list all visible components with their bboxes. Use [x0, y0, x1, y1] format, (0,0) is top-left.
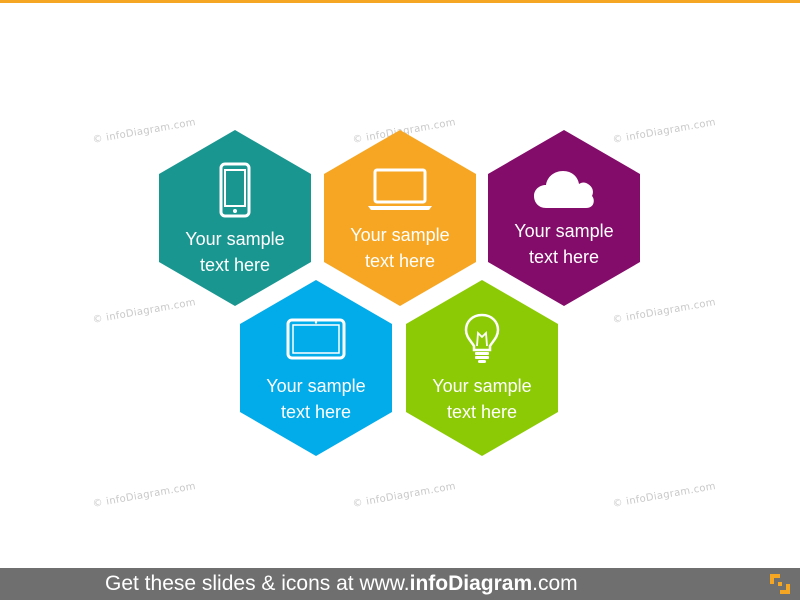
- hexagon-label: Your sample text here: [514, 221, 614, 267]
- hexagon-label: Your sample text here: [432, 376, 532, 422]
- watermark: © infoDiagram.com: [91, 481, 197, 510]
- smartphone-icon: [159, 162, 311, 218]
- watermark: © infoDiagram.com: [91, 117, 197, 146]
- hexagon-label: Your sample text here: [266, 376, 366, 422]
- cloud-icon: [488, 168, 640, 210]
- hexagon-label: Your sample text here: [350, 225, 450, 271]
- hexagon-orange: Your sample text here: [324, 130, 476, 306]
- footer-suffix: .com: [532, 572, 578, 595]
- hexagon-blue: Your sample text here: [240, 280, 392, 456]
- hexagon-teal: Your sample text here: [159, 130, 311, 306]
- hexagon-label: Your sample text here: [185, 229, 285, 275]
- watermark: © infoDiagram.com: [611, 481, 717, 510]
- hexagon-green: Your sample text here: [406, 280, 558, 456]
- watermark: © infoDiagram.com: [91, 297, 197, 326]
- footer-link[interactable]: Get these slides & icons at www.infoDiag…: [105, 571, 578, 597]
- top-accent-rule: [0, 0, 800, 3]
- watermark: © infoDiagram.com: [611, 297, 717, 326]
- footer-brand: infoDiagram: [409, 572, 533, 595]
- infodiagram-logo-icon: [768, 572, 792, 596]
- lightbulb-icon: [406, 313, 558, 365]
- tablet-icon: [240, 318, 392, 360]
- laptop-icon: [324, 168, 476, 212]
- watermark: © infoDiagram.com: [351, 481, 457, 510]
- footer-prefix: Get these slides & icons at www.: [105, 572, 410, 595]
- watermark: © infoDiagram.com: [611, 117, 717, 146]
- footer-bar: Get these slides & icons at www.infoDiag…: [0, 568, 800, 600]
- hexagon-purple: Your sample text here: [488, 130, 640, 306]
